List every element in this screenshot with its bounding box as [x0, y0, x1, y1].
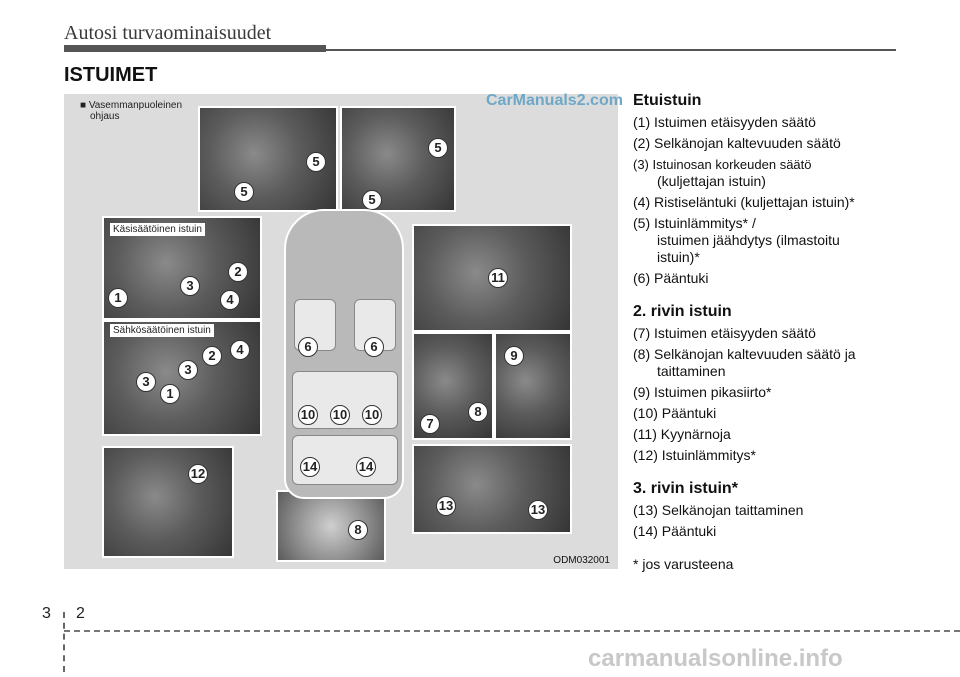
panel-second-row-seat: 7 8 [412, 332, 494, 440]
callout: 7 [420, 414, 440, 434]
callout: 4 [220, 290, 240, 310]
footer-divider-horizontal [64, 630, 960, 632]
section-title: ISTUIMET [64, 64, 158, 86]
callout: 3 [136, 372, 156, 392]
callout: 8 [348, 520, 368, 540]
list-item: (14) Pääntuki [633, 523, 717, 539]
panel-second-row-recline-lever: 8 [276, 490, 386, 562]
list-item-line: (kuljettajan istuin) [657, 173, 766, 189]
list-item-continued: (kuljettajan istuin) [633, 173, 933, 190]
callout: 10 [330, 405, 350, 425]
panel-third-row-fold: 13 13 [412, 444, 572, 534]
callout: 10 [362, 405, 382, 425]
vehicle-top-view: 6 6 10 10 10 14 14 [284, 209, 404, 499]
callout: 1 [108, 288, 128, 308]
panel-power-seat: 1 2 3 3 4 [102, 320, 262, 436]
list-item-continued: taittaminen [633, 363, 933, 380]
list-item: (11) Kyynärnoja [633, 426, 731, 442]
callout: 5 [428, 138, 448, 158]
list-item: (5) Istuinlämmitys* / [633, 215, 756, 231]
list-item-line: (3) Istuinosan korkeuden säätö [633, 157, 812, 172]
list-item: (7) Istuimen etäisyyden säätö [633, 325, 816, 341]
label-manual-seat: Käsisäätöinen istuin [110, 223, 205, 236]
callout: 14 [300, 457, 320, 477]
panel-door-heater-switch: 12 [102, 446, 234, 558]
callout: 3 [180, 276, 200, 296]
callout: 2 [202, 346, 222, 366]
list-item: (10) Pääntuki [633, 405, 717, 421]
front-seat-heading: Etuistuin [633, 92, 702, 109]
panel-armrest: 11 [412, 224, 572, 332]
figure-code: ODM032001 [553, 555, 610, 566]
footnote: * jos varusteena [633, 556, 734, 572]
list-item-line: istuin)* [657, 249, 700, 265]
list-item: (9) Istuimen pikasiirto* [633, 384, 772, 400]
list-item: (3) Istuinosan korkeuden säätö [633, 156, 933, 173]
legend-line-2: ohjaus [90, 111, 120, 122]
list-item: (1) Istuimen etäisyyden säätö [633, 114, 816, 130]
callout: 2 [228, 262, 248, 282]
callout: 5 [234, 182, 254, 202]
list-item: (4) Ristiseläntuki (kuljettajan istuin)* [633, 194, 855, 210]
panel-quick-slide: 9 [494, 332, 572, 440]
list-item-continued: istuin)* [633, 249, 933, 266]
callout: 3 [178, 360, 198, 380]
header-title: Autosi turvaominaisuudet [64, 22, 272, 44]
callout: 4 [230, 340, 250, 360]
list-item-line: taittaminen [657, 363, 726, 379]
callout: 10 [298, 405, 318, 425]
description-column: Etuistuin (1) Istuimen etäisyyden säätö … [633, 92, 933, 577]
callout: 14 [356, 457, 376, 477]
page-number: 2 [76, 605, 85, 622]
footer-divider-vertical [63, 612, 65, 672]
panel-front-seat-heater-right: 5 5 [340, 106, 456, 212]
callout: 9 [504, 346, 524, 366]
list-item: (12) Istuinlämmitys* [633, 447, 756, 463]
chapter-number: 3 [42, 605, 51, 622]
callout: 8 [468, 402, 488, 422]
list-item: (13) Selkänojan taittaminen [633, 502, 804, 518]
callout: 13 [528, 500, 548, 520]
list-item-continued: istuimen jäähdytys (ilmastoitu [633, 232, 933, 249]
callout: 12 [188, 464, 208, 484]
third-row-heading: 3. rivin istuin* [633, 480, 738, 497]
panel-front-seat-heater-left: 5 5 [198, 106, 338, 212]
callout: 6 [298, 337, 318, 357]
callout: 13 [436, 496, 456, 516]
callout: 5 [306, 152, 326, 172]
second-row-heading: 2. rivin istuin [633, 303, 732, 320]
header-rule-thin [326, 49, 896, 51]
callout: 1 [160, 384, 180, 404]
watermark: CarManuals2.com [486, 92, 623, 109]
callout: 11 [488, 268, 508, 288]
label-power-seat: Sähkösäätöinen istuin [110, 324, 214, 337]
footer-watermark: carmanualsonline.info [588, 645, 843, 672]
list-item: (8) Selkänojan kaltevuuden säätö ja [633, 346, 856, 362]
list-item: (6) Pääntuki [633, 270, 709, 286]
legend-line-1: ■ Vasemmanpuoleinen [80, 100, 183, 111]
list-item-line: istuimen jäähdytys (ilmastoitu [657, 232, 840, 248]
legend: ■ Vasemmanpuoleinen ohjaus [80, 100, 182, 122]
header-rule-thick [64, 45, 326, 52]
callout: 6 [364, 337, 384, 357]
list-item: (2) Selkänojan kaltevuuden säätö [633, 135, 841, 151]
seat-illustration: ■ Vasemmanpuoleinen ohjaus CarManuals2.c… [64, 92, 623, 569]
callout: 5 [362, 190, 382, 210]
